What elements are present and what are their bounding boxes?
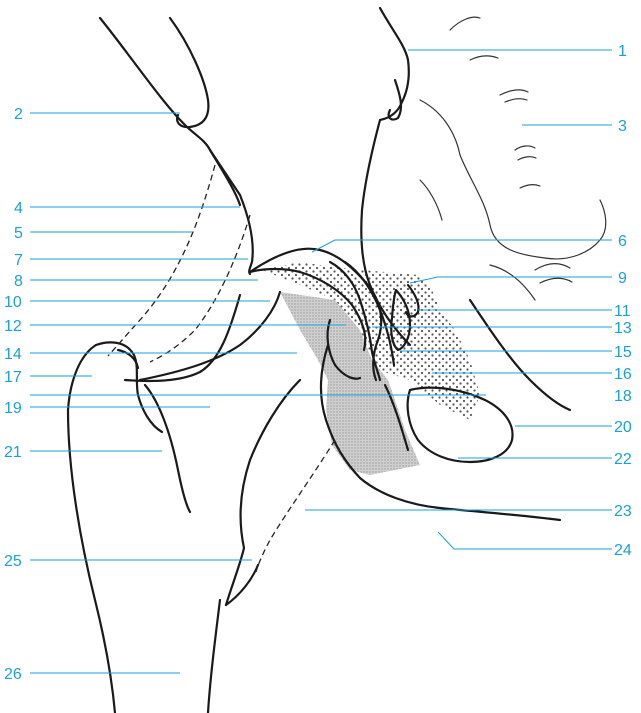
label-8: 8	[14, 273, 23, 290]
greater-trochanter	[96, 342, 162, 432]
label-14: 14	[4, 346, 22, 363]
label-17: 17	[4, 369, 22, 386]
label-25: 25	[4, 553, 22, 570]
neck-line	[140, 292, 280, 380]
label-16: 16	[614, 366, 632, 383]
label-24: 24	[614, 542, 632, 559]
label-10: 10	[4, 294, 22, 311]
label-5: 5	[14, 225, 23, 242]
label-3: 3	[618, 118, 627, 135]
shaded-regions	[262, 262, 480, 475]
label-11: 11	[614, 303, 631, 320]
femur-shaft-left	[68, 345, 115, 713]
femur-shaft-right	[208, 600, 220, 713]
label-18: 18	[614, 388, 632, 405]
number-labels: 1 2 3 4 5 6 7 8 9 10 11 12 13 14 15 17 1…	[4, 43, 632, 683]
label-4: 4	[14, 200, 23, 217]
label-2: 2	[14, 106, 23, 123]
label-6: 6	[618, 233, 627, 250]
label-9: 9	[618, 270, 627, 287]
label-15: 15	[614, 344, 632, 361]
wing-top-curve	[170, 18, 208, 127]
label-21: 21	[4, 444, 22, 461]
pubic-ramus	[226, 380, 300, 605]
iliac-outline-left	[100, 18, 253, 274]
ischium-line	[470, 300, 570, 410]
label-20: 20	[614, 419, 632, 436]
soft-tissue-contours	[420, 17, 606, 300]
label-19: 19	[4, 400, 22, 417]
label-22: 22	[614, 451, 632, 468]
label-1: 1	[618, 43, 627, 60]
label-23: 23	[614, 503, 632, 520]
acetabulum-roof	[125, 295, 240, 381]
label-12: 12	[4, 318, 22, 335]
label-13: 13	[614, 320, 632, 337]
capsule-lines	[108, 165, 335, 572]
label-26: 26	[4, 666, 22, 683]
label-7: 7	[14, 252, 23, 269]
